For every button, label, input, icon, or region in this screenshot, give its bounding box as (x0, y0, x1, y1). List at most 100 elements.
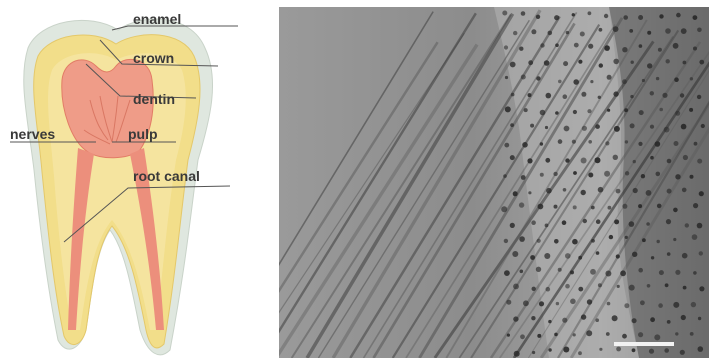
tubule-pore (604, 171, 610, 177)
tubule-pore (596, 251, 600, 255)
dentin-micrograph (279, 7, 709, 358)
tubule-pore (595, 124, 600, 129)
tubule-pore (699, 251, 703, 255)
tubule-pore (528, 191, 531, 194)
tubule-pore (513, 31, 517, 35)
tubule-pore (573, 110, 577, 114)
tubule-pore (693, 271, 697, 275)
tubule-pore (578, 256, 582, 260)
tubule-pore (562, 220, 567, 225)
tubule-pore (546, 188, 552, 194)
tubule-pore (646, 222, 650, 226)
tubule-pore (504, 239, 508, 243)
tubule-pore (666, 219, 671, 224)
tubule-pore (504, 45, 508, 49)
tubule-pore (555, 111, 559, 115)
tubule-pore (532, 287, 536, 291)
tubule-pore (596, 219, 601, 224)
dentin-label: dentin (133, 91, 175, 107)
tubule-pore (656, 172, 661, 177)
tubule-pore (690, 77, 693, 80)
tubule-pore (581, 158, 587, 164)
tubule-pore (642, 238, 646, 242)
tubule-pore (588, 140, 592, 144)
tubule-pore (598, 187, 604, 193)
tubule-pore (622, 79, 627, 84)
tubule-pore (665, 28, 671, 34)
tubule-pore (607, 302, 611, 306)
tubule-pore (521, 75, 526, 80)
tubule-pore (556, 302, 559, 305)
tubule-pore (638, 332, 643, 337)
tubule-pore (513, 284, 519, 290)
tubule-pore (540, 110, 546, 116)
tubule-pore (693, 47, 697, 51)
tubule-pore (599, 63, 603, 67)
tubule-pore (513, 316, 518, 321)
tubule-pore (667, 252, 671, 256)
tubule-pore (587, 299, 592, 304)
tubule-pore (614, 126, 620, 132)
tubule-pore (578, 351, 582, 355)
tubule-pore (674, 141, 679, 146)
tubule-pore (537, 334, 541, 338)
tubule-pore (657, 240, 660, 243)
tubule-pore (650, 125, 654, 129)
tubule-pore (606, 332, 610, 336)
tubule-pore (633, 188, 638, 193)
tubule-pore (540, 142, 543, 145)
tubule-pore (545, 126, 548, 129)
tubule-pore (605, 141, 609, 145)
tubule-pore (638, 142, 642, 146)
tubule-pore (520, 334, 525, 339)
tubule-pore (639, 110, 644, 115)
tubule-pore (629, 221, 635, 227)
tubule-pore (622, 204, 627, 209)
tubule-pore (699, 191, 704, 196)
tubule-pore (519, 236, 525, 242)
tubule-pore (587, 109, 591, 113)
tubule-pore (510, 123, 514, 127)
tubule-pore (656, 77, 659, 80)
tubule-pore (520, 270, 524, 274)
tubule-pore (658, 303, 663, 308)
tubule-pore (675, 270, 680, 275)
tubule-pore (694, 142, 698, 146)
tubule-pore (591, 206, 595, 210)
tubule-pore (554, 239, 559, 244)
tubule-pore (523, 300, 529, 306)
tubule-pore (502, 11, 507, 16)
tubule-pore (675, 111, 680, 116)
tubule-pore (631, 61, 634, 64)
tubule-pore (598, 96, 601, 99)
tubule-pore (588, 11, 592, 15)
tubule-pore (565, 158, 569, 162)
tubule-pore (507, 334, 510, 337)
tubule-pore (650, 317, 655, 322)
tubule-pore (512, 251, 518, 257)
tubule-pore (683, 61, 687, 65)
tubule-pore (558, 268, 562, 272)
tubule-pore (581, 190, 586, 195)
tubule-pore (693, 15, 698, 20)
micrograph-image (279, 7, 709, 358)
tubule-pore (530, 255, 535, 260)
tubule-pore (675, 174, 680, 179)
tubule-pore (609, 235, 613, 239)
tubule-pore (673, 238, 676, 241)
tubule-pore (524, 108, 528, 112)
tubule-pore (674, 77, 679, 82)
tubule-pore (662, 93, 667, 98)
tubule-pore (632, 348, 636, 352)
tubule-pore (617, 285, 620, 288)
tubule-pore (655, 141, 661, 147)
tubule-pore (667, 320, 671, 324)
tubule-pore (667, 159, 672, 164)
tubule-pore (563, 188, 567, 192)
tubule-pore (622, 334, 627, 339)
tubule-pore (510, 62, 516, 68)
tubule-pore (553, 172, 557, 176)
tubule-pore (659, 14, 663, 18)
tubule-pore (591, 239, 595, 243)
tubule-pore (624, 303, 629, 308)
